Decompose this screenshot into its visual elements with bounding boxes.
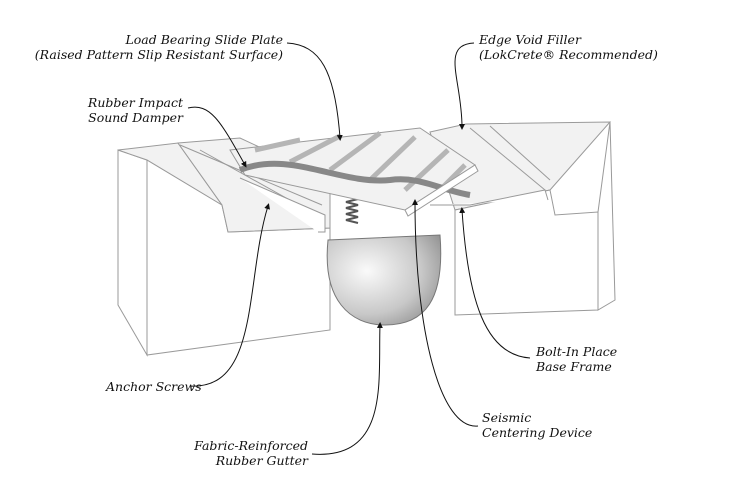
label-bolt-in-line2: Base Frame [535,359,612,374]
label-anchor-screws: Anchor Screws [105,379,202,394]
label-slide-plate-line1: Load Bearing Slide Plate [124,32,283,47]
rubber-gutter [326,234,442,326]
label-edge-void-line2: (LokCrete® Recommended) [479,47,658,62]
leader-rubber-impact [187,106,247,168]
right-base-frame [430,189,549,206]
label-bolt-in-line1: Bolt-In Place [535,344,617,359]
leader-gutter [311,322,383,455]
label-seismic-line1: Seismic [482,410,531,425]
right-concrete-block [429,121,616,316]
leader-anchor-screws [189,203,270,387]
label-seismic-line2: Centering Device [482,425,592,440]
label-rubber-impact-line1: Rubber Impact [87,95,184,110]
slide-plate [229,127,479,217]
label-gutter-line2: Rubber Gutter [215,453,309,468]
label-rubber-impact-line2: Sound Damper [88,110,184,125]
leader-bolt-in [459,207,531,359]
leader-edge-void [454,42,475,130]
centering-spring [345,195,359,224]
label-slide-plate-line2: (Raised Pattern Slip Resistant Surface) [35,47,283,62]
label-gutter-line1: Fabric-Reinforced [193,438,308,453]
label-edge-void-line1: Edge Void Filler [478,32,582,47]
leader-seismic [412,199,479,427]
leader-slide-plate [286,42,343,141]
left-base-frame [239,177,326,233]
